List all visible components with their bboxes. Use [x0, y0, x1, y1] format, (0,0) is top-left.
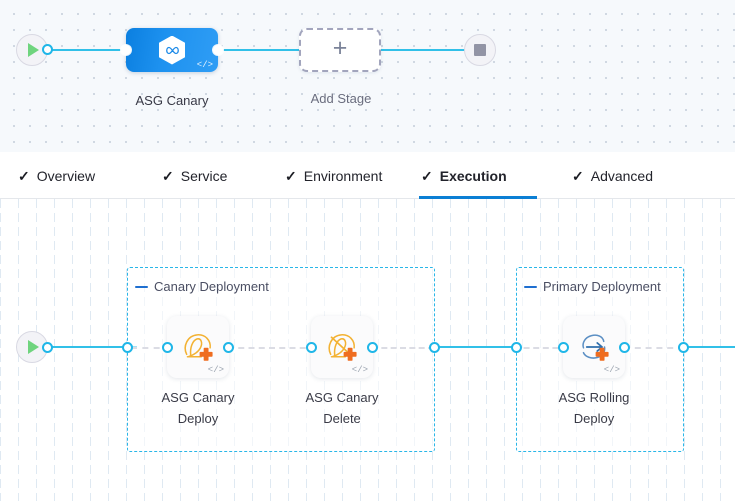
step-card-asg-canary-delete[interactable]: </>: [311, 316, 373, 378]
exec-group1-exit-dot[interactable]: [429, 342, 440, 353]
step-label-asg-canary-deploy: ASG Canary Deploy: [128, 387, 268, 429]
play-icon: [28, 340, 39, 354]
step-deploy-left-port[interactable]: [162, 342, 173, 353]
tab-label: Environment: [303, 167, 383, 184]
exec-connector-between-groups: [432, 346, 520, 348]
stage-start-anchor-dot[interactable]: [42, 44, 53, 55]
play-icon: [28, 43, 39, 57]
tab-label: Execution: [439, 167, 507, 184]
step-label-line2: Deploy: [573, 411, 615, 426]
pipeline-start-node[interactable]: [16, 34, 48, 66]
tab-overview[interactable]: ✓ Overview: [16, 152, 112, 199]
step-delete-left-port[interactable]: [306, 342, 317, 353]
tab-label: Overview: [36, 167, 96, 184]
asg-rolling-deploy-icon: [582, 334, 609, 361]
step-card-asg-rolling-deploy[interactable]: </>: [563, 316, 625, 378]
step-label-line2: Deploy: [177, 411, 219, 426]
tab-execution[interactable]: ✓ Execution: [419, 152, 537, 199]
stage-connector-add-to-end: [380, 49, 470, 51]
step-code-badge[interactable]: </>: [603, 365, 620, 375]
step-rolling-left-port[interactable]: [558, 342, 569, 353]
exec-group2-exit-dot[interactable]: [678, 342, 689, 353]
check-icon: ✓: [162, 167, 174, 184]
stage-canary-right-port[interactable]: [213, 45, 223, 55]
tab-label: Service: [180, 167, 228, 184]
check-icon: ✓: [18, 167, 30, 184]
exec-connector-start-to-canary-group: [45, 346, 137, 348]
stage-label-asg-canary: ASG Canary: [135, 93, 209, 108]
step-code-badge[interactable]: </>: [207, 365, 224, 375]
step-label-line1: ASG Rolling: [558, 390, 630, 405]
tab-underline: [419, 196, 537, 199]
asg-canary-deploy-icon: [184, 334, 213, 361]
stage-label-add-stage: Add Stage: [310, 91, 372, 106]
exec-group1-entry-dot[interactable]: [122, 342, 133, 353]
stop-icon: [474, 44, 486, 56]
step-label-asg-canary-delete: ASG Canary Delete: [272, 387, 412, 429]
step-group-title-canary-deployment[interactable]: Canary Deployment: [135, 279, 269, 294]
step-label-line2: Delete: [323, 411, 361, 426]
stage-code-badge[interactable]: </>: [196, 60, 213, 70]
step-card-asg-canary-deploy[interactable]: </>: [167, 316, 229, 378]
add-stage-card[interactable]: +: [299, 28, 381, 72]
harness-hexagon-icon: [159, 35, 185, 65]
stage-connector-canary-to-add: [214, 49, 304, 51]
check-icon: ✓: [285, 167, 297, 184]
stage-graph-canvas[interactable]: </> ASG Canary + Add Stage: [0, 0, 735, 152]
check-icon: ✓: [572, 167, 584, 184]
step-label-line1: ASG Canary: [305, 390, 379, 405]
stage-config-tab-bar[interactable]: ✓ Overview ✓ Service ✓ Environment ✓ Exe…: [0, 152, 735, 199]
pipeline-end-node[interactable]: [464, 34, 496, 66]
stage-connector-start-to-canary: [36, 49, 128, 51]
step-label-asg-rolling-deploy: ASG Rolling Deploy: [524, 387, 664, 429]
step-delete-right-port[interactable]: [367, 342, 378, 353]
step-deploy-right-port[interactable]: [223, 342, 234, 353]
exec-group2-entry-dot[interactable]: [511, 342, 522, 353]
execution-graph-canvas[interactable]: Canary Deployment </> ASG Canary Deploy: [0, 199, 735, 501]
check-icon: ✓: [421, 167, 433, 184]
group-title-label: Canary Deployment: [154, 279, 269, 294]
collapse-handle-icon[interactable]: [135, 285, 148, 288]
stage-canary-left-port[interactable]: [121, 45, 131, 55]
tab-environment[interactable]: ✓ Environment: [283, 152, 402, 199]
tab-service[interactable]: ✓ Service: [160, 152, 244, 199]
step-group-title-primary-deployment[interactable]: Primary Deployment: [524, 279, 661, 294]
tab-label: Advanced: [590, 167, 654, 184]
group-title-label: Primary Deployment: [543, 279, 661, 294]
exec-start-anchor-dot[interactable]: [42, 342, 53, 353]
stage-card-asg-canary[interactable]: </>: [126, 28, 218, 72]
plus-icon: +: [332, 34, 348, 62]
step-label-line1: ASG Canary: [161, 390, 235, 405]
step-code-badge[interactable]: </>: [351, 365, 368, 375]
exec-connector-trailing: [682, 346, 735, 348]
asg-canary-delete-icon: [328, 334, 357, 361]
tab-advanced[interactable]: ✓ Advanced: [570, 152, 670, 199]
step-rolling-right-port[interactable]: [619, 342, 630, 353]
collapse-handle-icon[interactable]: [524, 285, 537, 288]
